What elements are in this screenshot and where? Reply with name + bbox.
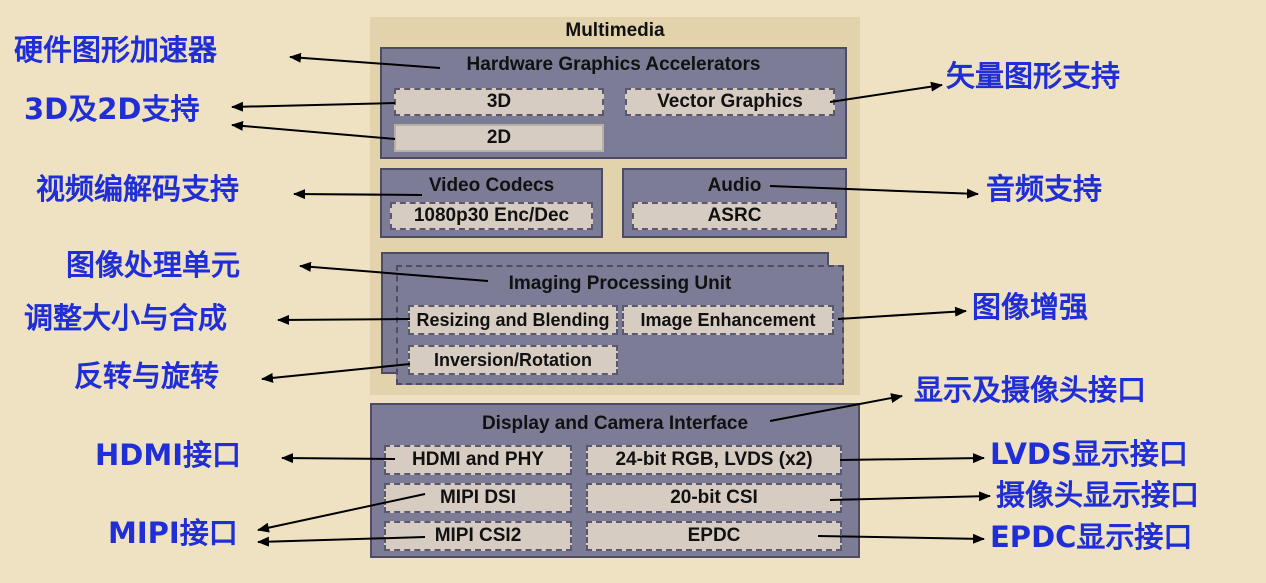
label-audio: 音频支持 [986, 172, 1103, 206]
ipu-title: Imaging Processing Unit [508, 273, 732, 294]
hw-graphics-title: Hardware Graphics Accelerators [466, 54, 761, 75]
multimedia-title: Multimedia [565, 20, 665, 41]
chip-3d: 3D [394, 88, 604, 116]
video-codecs-title: Video Codecs [428, 175, 555, 196]
label-mipi: MIPI接口 [108, 516, 238, 550]
arrow-hw-accel [289, 52, 441, 69]
chip-vector-graphics: Vector Graphics [625, 88, 835, 116]
label-hdmi: HDMI接口 [95, 438, 241, 472]
chip-epdc: EPDC [586, 521, 842, 551]
display-camera-title: Display and Camera Interface [481, 413, 749, 434]
arrow-mipi-csi2 [257, 536, 426, 547]
label-vector: 矢量图形支持 [946, 59, 1121, 93]
chip-2d: 2D [394, 124, 604, 152]
label-csi: 摄像头显示接口 [996, 478, 1200, 512]
audio-title: Audio [707, 175, 762, 196]
label-epdc: EPDC显示接口 [990, 520, 1193, 554]
chip-mipi-csi2: MIPI CSI2 [384, 521, 572, 551]
hw-graphics-block: Hardware Graphics Accelerators 3D Vector… [380, 47, 847, 159]
arrow-invert [261, 363, 411, 383]
label-3d-2d: 3D及2D支持 [24, 92, 200, 126]
arrow-ipu [299, 261, 489, 282]
video-codecs-block: Video Codecs 1080p30 Enc/Dec [380, 168, 603, 238]
arrow-lvds [839, 453, 985, 464]
label-hw-accel: 硬件图形加速器 [14, 33, 218, 67]
label-video: 视频编解码支持 [36, 172, 240, 206]
arrow-csi [829, 491, 991, 502]
chip-inversion-rotation: Inversion/Rotation [408, 345, 618, 375]
arrow-epdc [817, 533, 985, 544]
arrow-display-if [769, 393, 903, 422]
arrow-mipi-dsi [257, 493, 426, 533]
arrow-hdmi [281, 453, 396, 464]
arrow-audio [769, 185, 979, 199]
label-lvds: LVDS显示接口 [990, 437, 1188, 471]
chip-rgb-lvds: 24-bit RGB, LVDS (x2) [586, 445, 842, 475]
ipu-block: Imaging Processing Unit Resizing and Ble… [396, 265, 844, 385]
arrow-enhance [837, 306, 967, 320]
chip-asrc: ASRC [632, 202, 837, 230]
arrow-vector [829, 81, 943, 103]
chip-mipi-dsi: MIPI DSI [384, 483, 572, 513]
label-resize: 调整大小与合成 [24, 301, 228, 335]
label-ipu: 图像处理单元 [66, 248, 241, 282]
chip-20bit-csi: 20-bit CSI [586, 483, 842, 513]
chip-hdmi-phy: HDMI and PHY [384, 445, 572, 475]
arrow-2d [231, 120, 396, 140]
arrow-video [293, 189, 423, 200]
display-camera-block: Display and Camera Interface HDMI and PH… [370, 403, 860, 558]
arrow-3d [231, 101, 396, 112]
chip-resizing-blending: Resizing and Blending [408, 305, 618, 335]
audio-block: Audio ASRC [622, 168, 847, 238]
label-display-if: 显示及摄像头接口 [914, 373, 1147, 407]
label-invert: 反转与旋转 [74, 359, 220, 393]
label-enhance: 图像增强 [972, 290, 1089, 324]
arrow-resize [277, 314, 411, 325]
chip-1080p30: 1080p30 Enc/Dec [390, 202, 593, 230]
chip-image-enhancement: Image Enhancement [622, 305, 834, 335]
